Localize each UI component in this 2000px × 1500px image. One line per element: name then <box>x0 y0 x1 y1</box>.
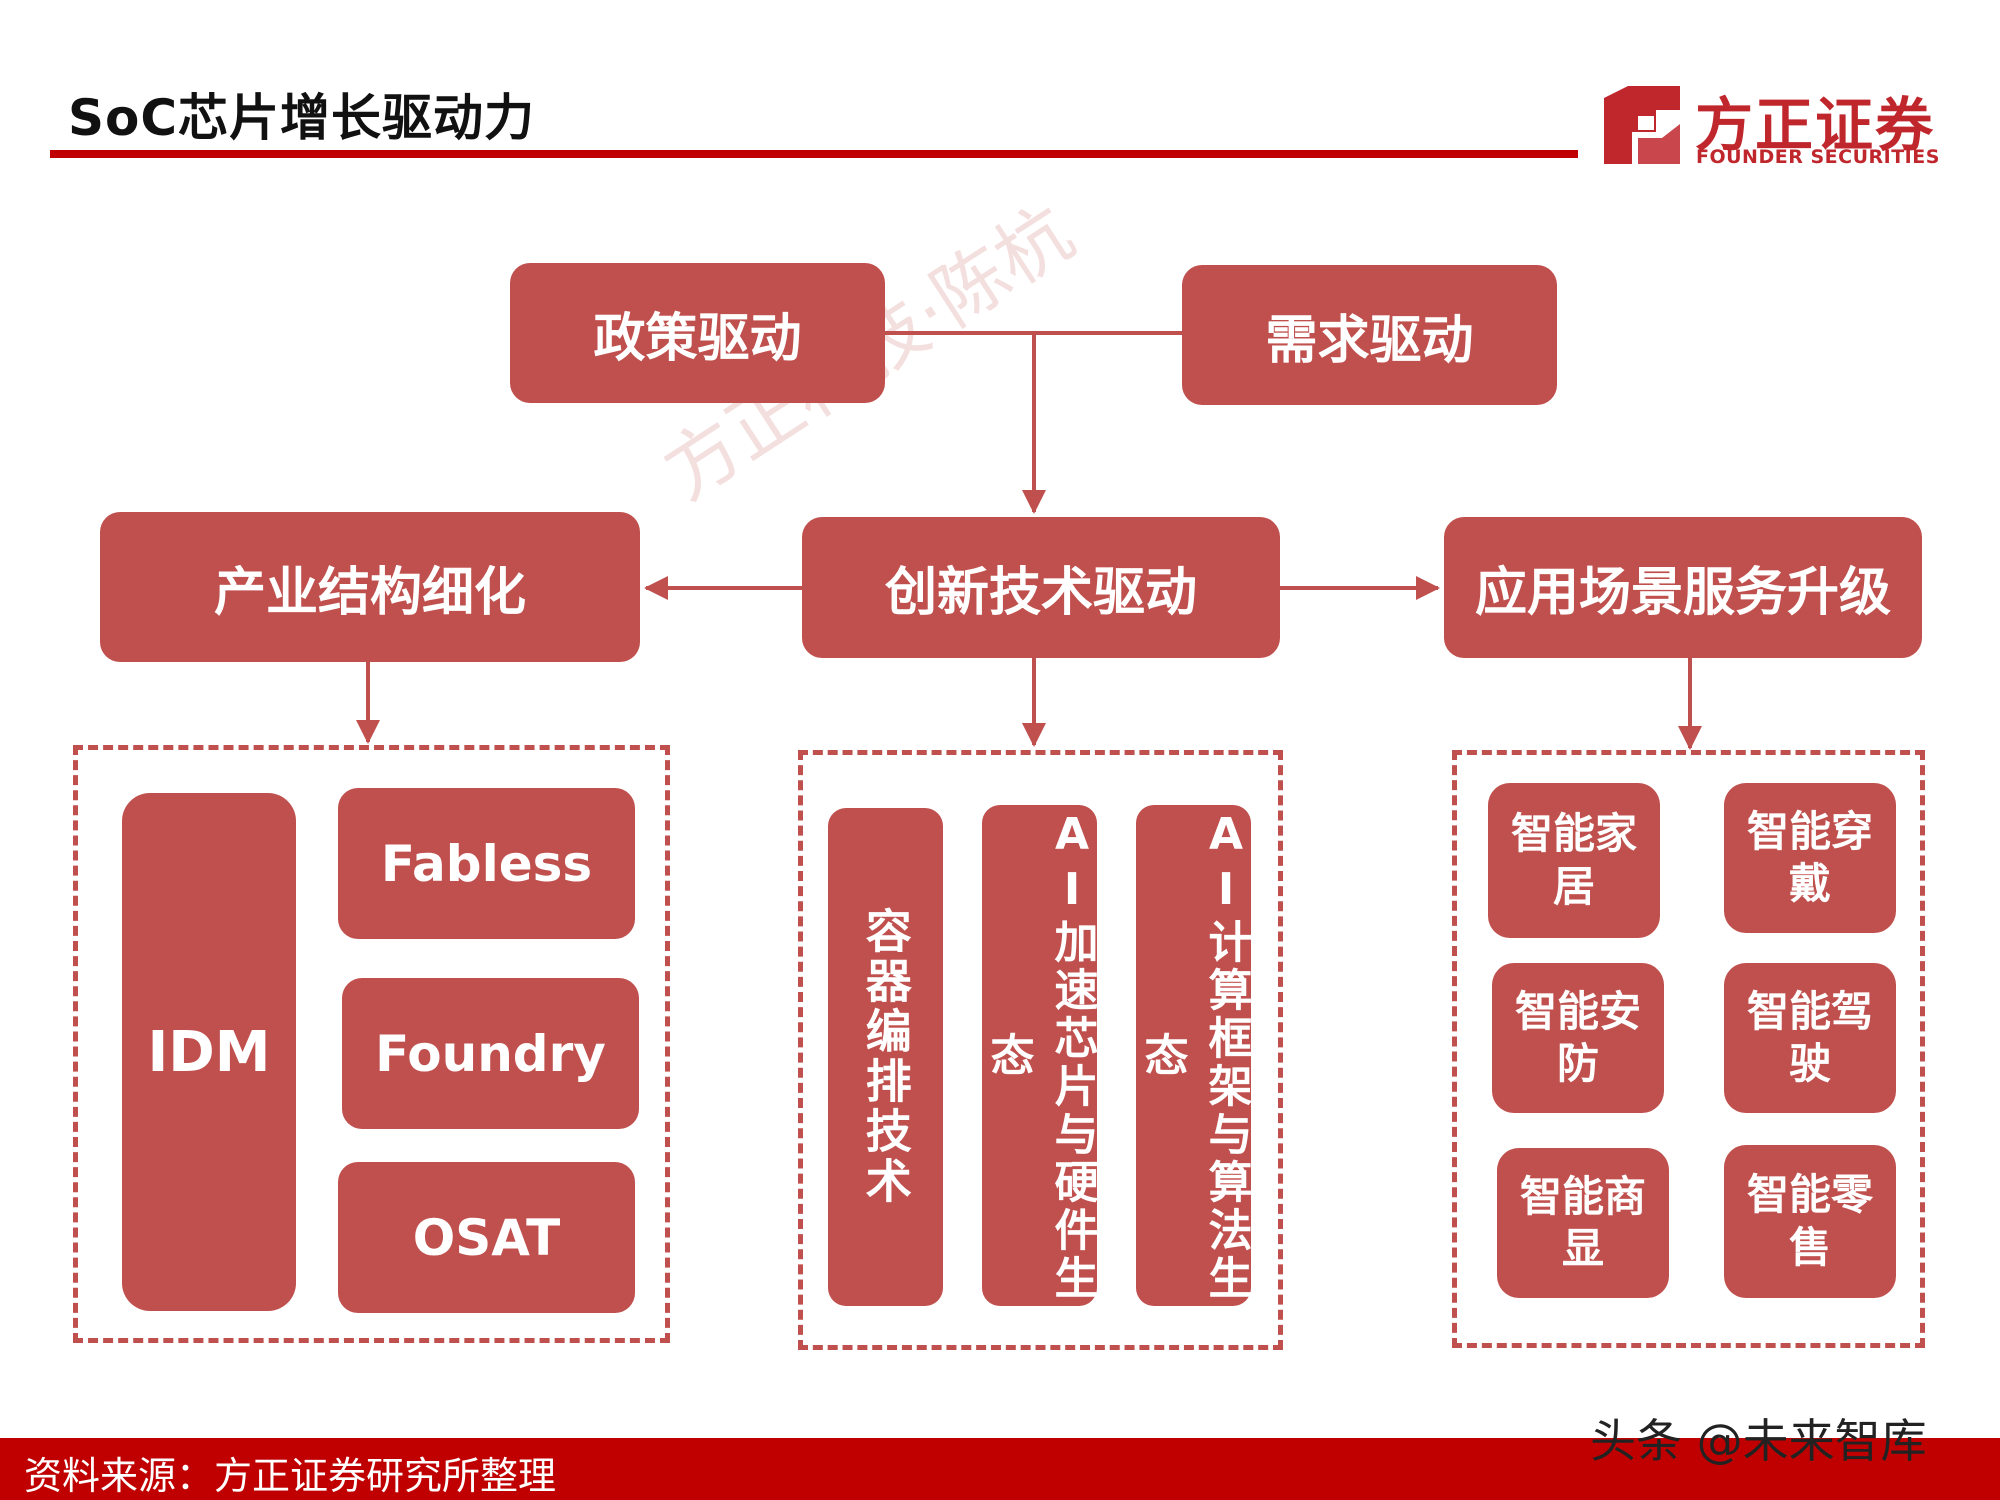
ai-framework-box: AI计算框架与算法生态 <box>1136 805 1252 1306</box>
logo-text-en: FOUNDER SECURITIES <box>1696 146 1940 168</box>
fabless-box: Fabless <box>338 788 635 939</box>
idm-box: IDM <box>122 793 296 1311</box>
demand-driver-box: 需求驱动 <box>1182 265 1557 405</box>
title-divider <box>50 150 1578 158</box>
scenario-items-group <box>1452 750 1925 1348</box>
smart-wearable-box: 智能穿戴 <box>1724 783 1896 933</box>
smart-retail-box: 智能零售 <box>1724 1145 1896 1298</box>
tech-items-group <box>798 750 1283 1350</box>
smart-security-box: 智能安防 <box>1492 963 1664 1113</box>
founder-logo-icon <box>1604 86 1680 164</box>
ai-accelerator-chip-box: AI加速芯片与硬件生态 <box>982 805 1098 1306</box>
industry-items-group <box>73 745 670 1343</box>
logo-text-cn: 方正证券 <box>1695 91 1936 159</box>
source-note: 资料来源：方正证券研究所整理 <box>24 1454 557 1498</box>
application-upgrade-box: 应用场景服务升级 <box>1444 517 1922 658</box>
foundry-box: Foundry <box>342 978 639 1129</box>
policy-driver-box: 政策驱动 <box>510 263 885 403</box>
smart-display-box: 智能商显 <box>1497 1148 1669 1298</box>
innovation-driver-box: 创新技术驱动 <box>802 517 1280 658</box>
industry-structure-box: 产业结构细化 <box>100 512 640 662</box>
credit-watermark: 头条 @未来智库 <box>1590 1414 1927 1468</box>
smart-driving-box: 智能驾驶 <box>1724 963 1896 1113</box>
footer-bar <box>0 1438 2000 1500</box>
osat-box: OSAT <box>338 1162 635 1313</box>
smart-home-box: 智能家居 <box>1488 783 1660 938</box>
container-orchestration-box: 容器编排技术 <box>828 808 943 1306</box>
page-title: SoC芯片增长驱动力 <box>68 89 536 147</box>
